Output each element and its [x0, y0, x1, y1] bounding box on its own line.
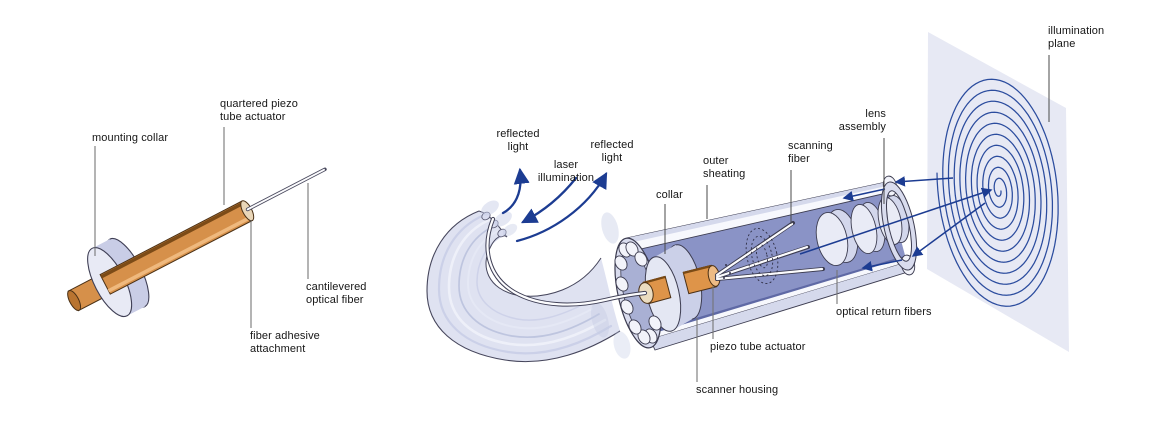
piezo-tube-end-face: [67, 289, 82, 311]
flexible-cable-shape: [426, 200, 631, 363]
label-reflected-light-right: reflected light: [590, 139, 634, 164]
reflected-light-arrow-left: [501, 167, 530, 215]
label-mounting-collar: mounting collar: [92, 132, 169, 144]
scanning-fiber-shape: [715, 221, 825, 281]
scan-motion-dotted-rings: [745, 228, 779, 284]
label-piezo-tube-actuator: piezo tube actuator: [710, 341, 806, 353]
core-fiber-shape: [485, 216, 648, 307]
light-path-arrows: [799, 176, 993, 272]
cantilevered-fiber-shape: [245, 167, 327, 212]
label-laser-illumination: laser illumination: [537, 159, 595, 184]
label-collar: collar: [656, 189, 683, 201]
label-optical-return-fibers: optical return fibers: [836, 306, 932, 318]
label-illumination-plane: illumination plane: [1048, 25, 1105, 50]
label-outer-sheating: outer sheating: [703, 155, 746, 180]
piezo-tube-actuator-shape: [638, 264, 721, 305]
label-reflected-light-left: reflected light: [496, 128, 540, 153]
laser-illumination-arrow: [520, 176, 578, 224]
label-scanner-housing: scanner housing: [696, 384, 779, 396]
cable-strands: [437, 213, 613, 355]
optical-return-fiber-ends: [614, 241, 662, 345]
proximal-light-arrows: [501, 167, 608, 243]
label-quartered-piezo: quartered piezo tube actuator: [220, 98, 298, 123]
illumination-beam-arrow: [799, 187, 993, 255]
cable-ghost-wisps: [481, 200, 631, 359]
left-figure-leader-lines: [94, 127, 309, 328]
reflected-light-arrow-right: [515, 171, 608, 243]
label-lens-assembly: lens assembly: [838, 108, 886, 133]
quartered-piezo-tube-shape: [99, 200, 255, 295]
right-figure-leader-lines: [664, 55, 1050, 254]
piezo-actuator-assembly-figure: [67, 127, 327, 328]
label-cantilevered-fiber: cantilevered optical fiber: [306, 281, 367, 306]
label-scanning-fiber: scanning fiber: [788, 140, 833, 165]
right-figure-leader-lines-gray: [696, 270, 838, 382]
label-fiber-adhesive: fiber adhesive attachment: [250, 330, 320, 355]
spiral-scan-pattern: [936, 78, 1059, 307]
housing-front-rim: [880, 175, 918, 276]
